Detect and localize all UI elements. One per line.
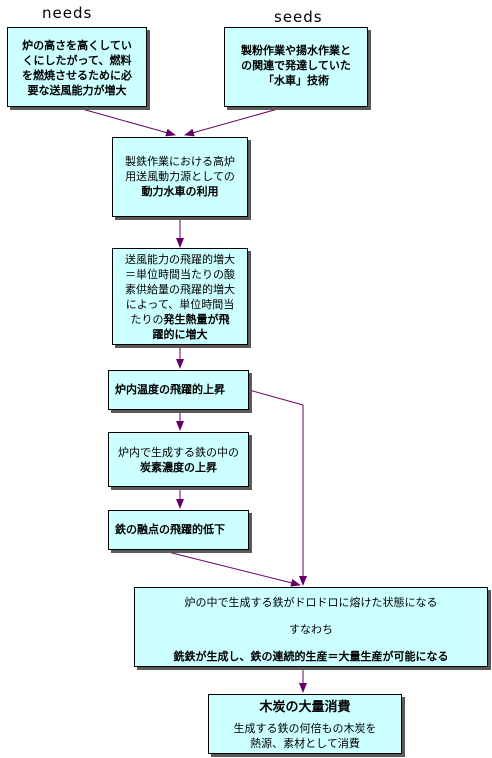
- carbon-box: 炉内で生成する鉄の中の 炭素濃度の上昇: [108, 432, 249, 487]
- needs-header: needs: [42, 4, 93, 22]
- seeds-header: seeds: [274, 8, 323, 26]
- charcoal-box: 木炭の大量消費 生成する鉄の何倍もの木炭を 熱源、素材として消費: [208, 694, 402, 754]
- arrow-temp-to-molten: [248, 389, 307, 586]
- seeds-box: 製粉作業や揚水作業と の関連で発達していた 「水車」技術: [224, 27, 368, 107]
- arrow-needs-to-waterwheel: [74, 106, 176, 137]
- temp-box: 炉内温度の飛躍的上昇: [108, 370, 249, 410]
- waterwheel-box: 製鉄作業における高炉 用送風動力源としての 動力水車の利用: [112, 137, 248, 217]
- molten-box: 炉の中で生成する鉄がドロドロに熔けた状態になる すなわち 銑鉄が生成し、鉄の連続…: [134, 587, 488, 667]
- blast-box: 送風能力の飛躍的増大 ＝単位時間当たりの酸 素供給量の飛躍的増大 によって、単位…: [112, 248, 248, 345]
- arrow-melting-to-molten: [159, 549, 301, 587]
- melting-box: 鉄の融点の飛躍的低下: [108, 510, 249, 550]
- needs-box: 炉の高さを高くしてい くにしたがって、燃料 を燃焼させるために必 要な送風能力が…: [7, 27, 147, 107]
- arrow-seeds-to-waterwheel: [184, 106, 286, 137]
